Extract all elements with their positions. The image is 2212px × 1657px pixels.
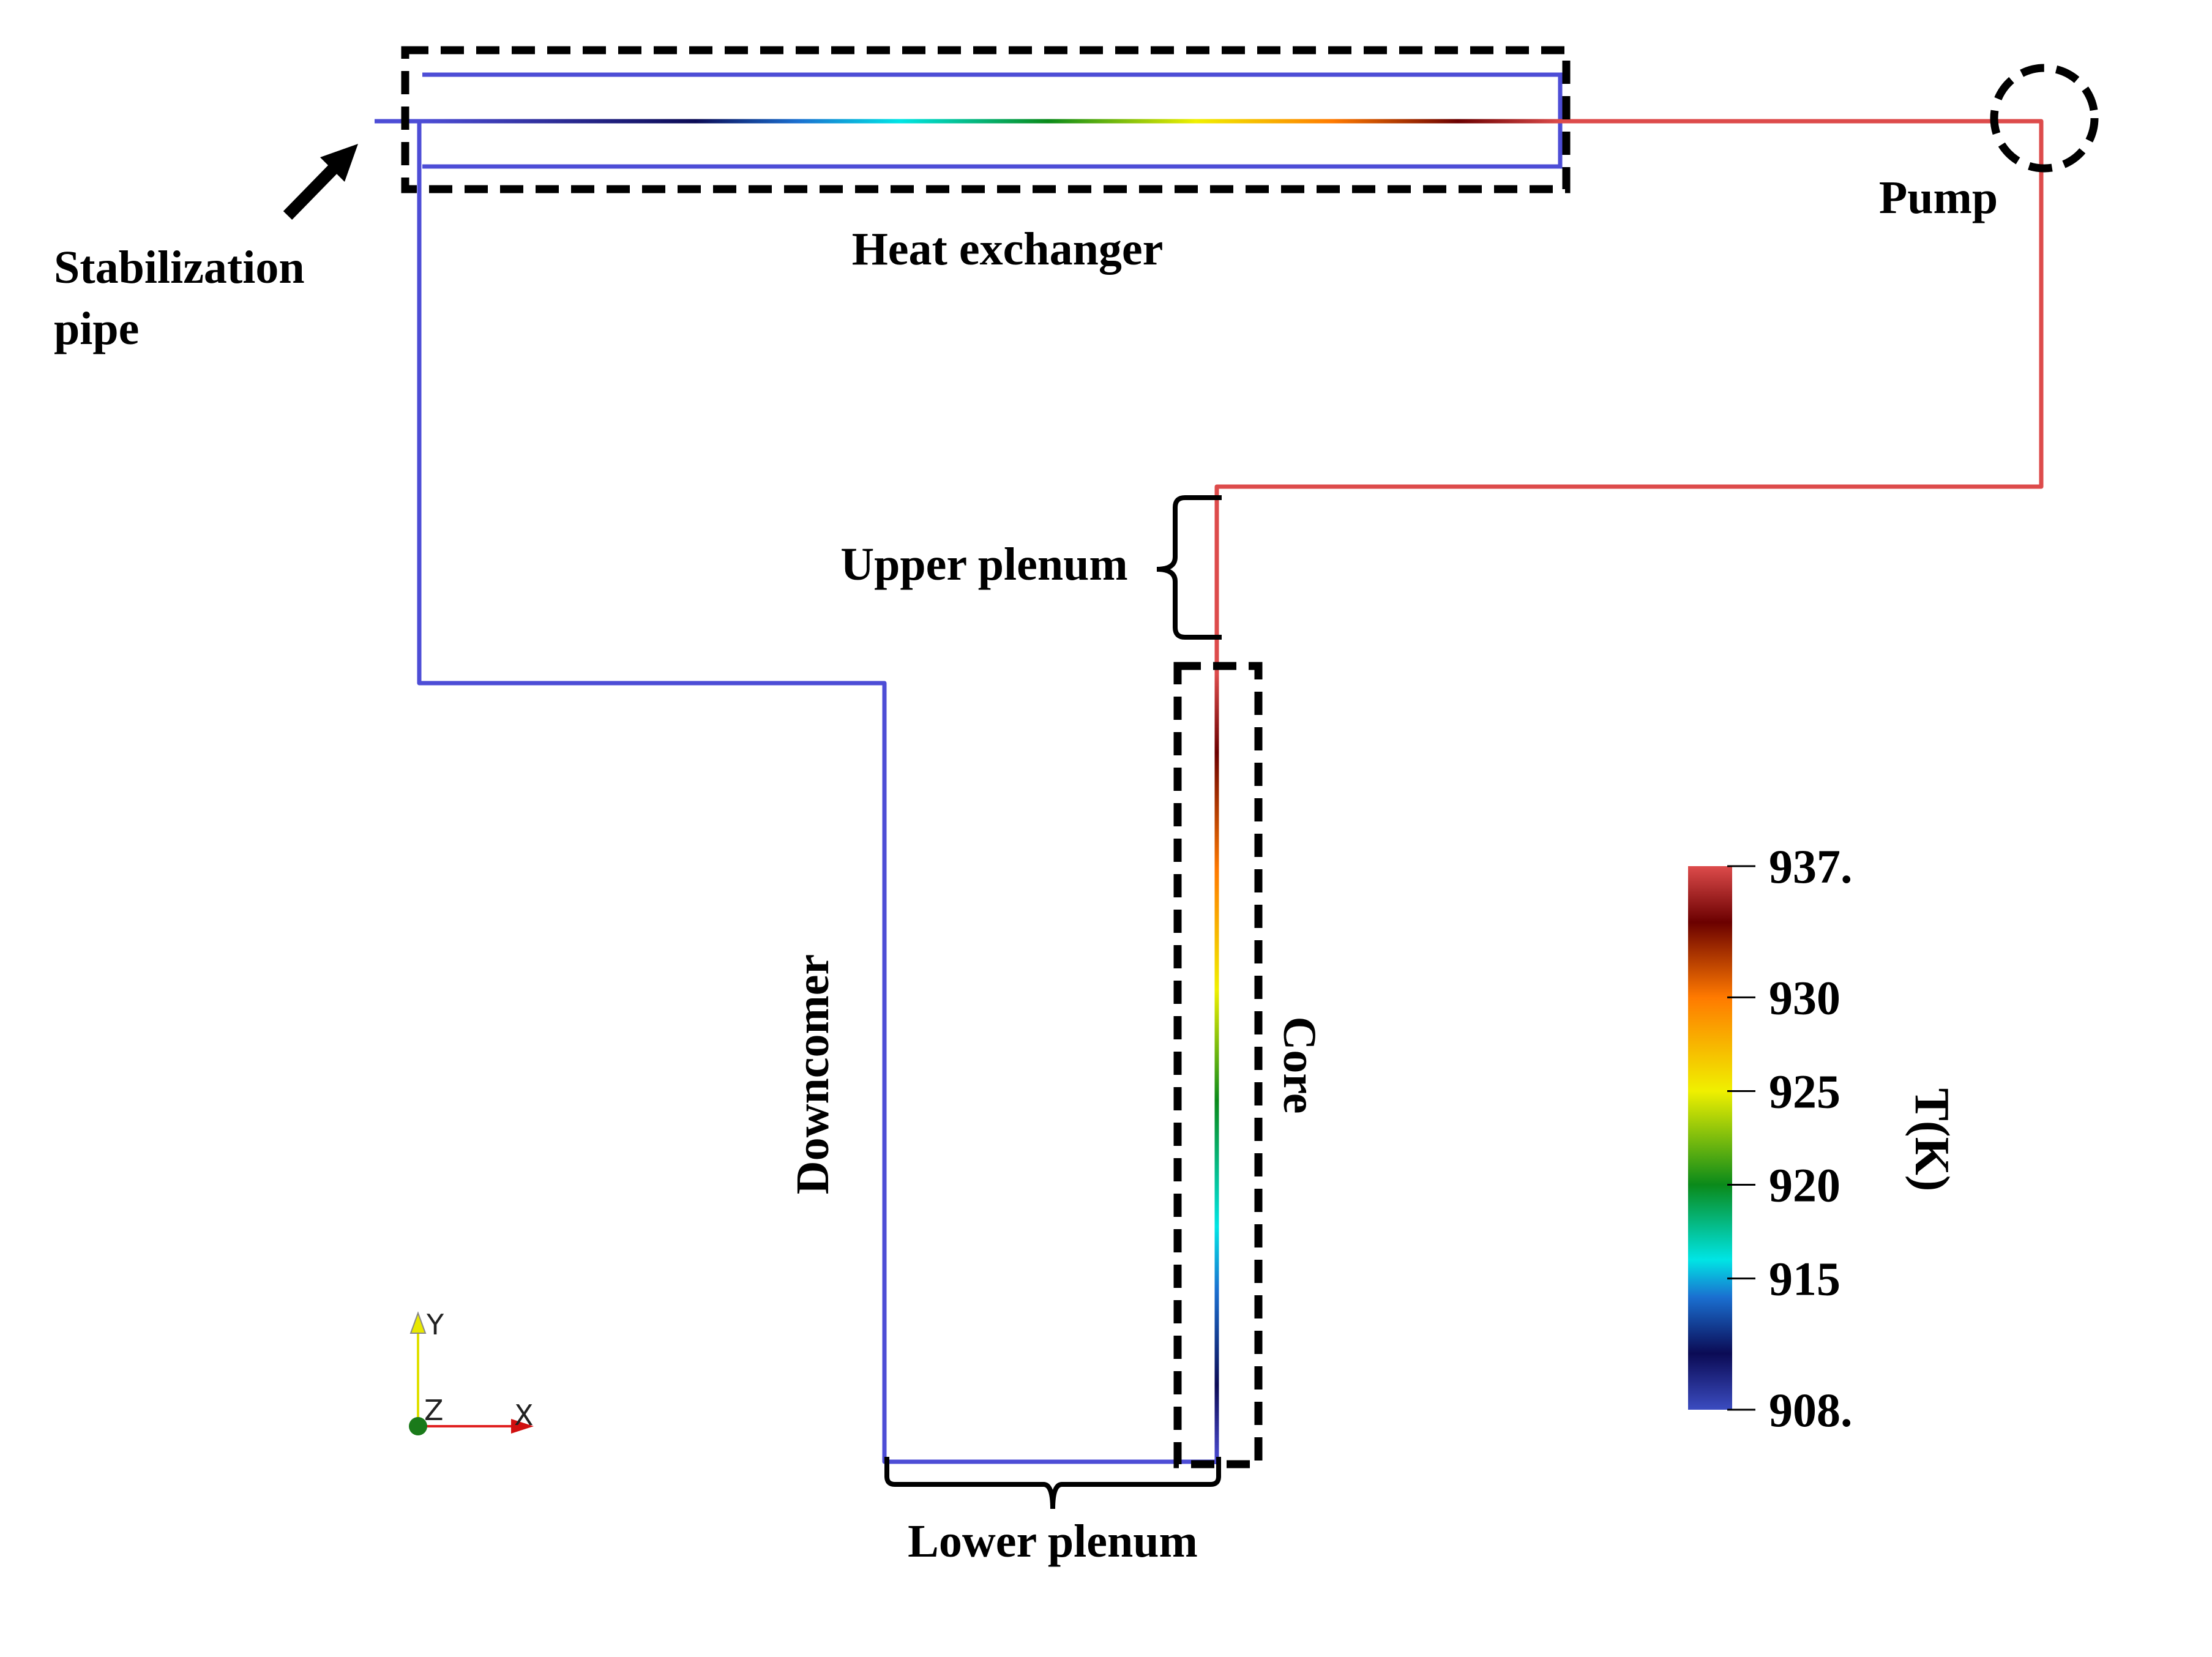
cold-leg-pipe xyxy=(417,121,1217,1464)
heat-exchanger-label: Heat exchanger xyxy=(852,223,1164,275)
lower-plenum-label: Lower plenum xyxy=(908,1516,1198,1567)
colorbar-tick-label: 925 xyxy=(1769,1064,1840,1118)
colorbar-tick-label: 930 xyxy=(1769,971,1840,1024)
upper-plenum-label: Upper plenum xyxy=(840,539,1127,590)
core-box xyxy=(1173,662,1263,1468)
stabilization-pipe-label: Stabilization xyxy=(54,242,305,293)
colorbar-tick-label: 908. xyxy=(1769,1383,1853,1437)
core-label: Core xyxy=(1274,1017,1325,1114)
colorbar-tick-label: 915 xyxy=(1769,1252,1840,1306)
colorbar-tick-label: 920 xyxy=(1769,1159,1840,1212)
z-axis-dot xyxy=(409,1417,427,1435)
hot-leg-pipe xyxy=(1214,119,2044,673)
colorbar-title: T(K) xyxy=(1905,1088,1959,1192)
pump-circle xyxy=(1990,64,2099,173)
y-axis-letter: Y xyxy=(426,1308,444,1341)
upper-plenum-brace xyxy=(1156,495,1222,640)
x-axis-letter: X xyxy=(514,1399,534,1432)
y-axis-arrow xyxy=(409,1311,427,1334)
colorbar-gradient xyxy=(1688,866,1732,1410)
x-axis-arrow xyxy=(511,1419,534,1434)
stabilization-pipe-label-2: pipe xyxy=(54,303,139,354)
stabilization-arrow-head xyxy=(320,144,358,182)
heat-exchanger-box xyxy=(401,46,1571,193)
lower-plenum-brace xyxy=(884,1457,1221,1509)
core-pipe xyxy=(1214,673,1219,1464)
z-axis-letter: Z xyxy=(424,1394,444,1427)
colorbar-tick-label: 937. xyxy=(1769,840,1853,893)
downcomer-label: Downcomer xyxy=(787,954,839,1195)
heat-exchanger-inner-pipe xyxy=(422,119,1560,124)
pump-label: Pump xyxy=(1879,172,1998,223)
colorbar: 908. 915 920 925 930 937. T(K) xyxy=(1688,840,1959,1437)
orientation-axes: Y X Z xyxy=(409,1308,534,1435)
stabilization-arrow-shaft xyxy=(283,160,343,220)
